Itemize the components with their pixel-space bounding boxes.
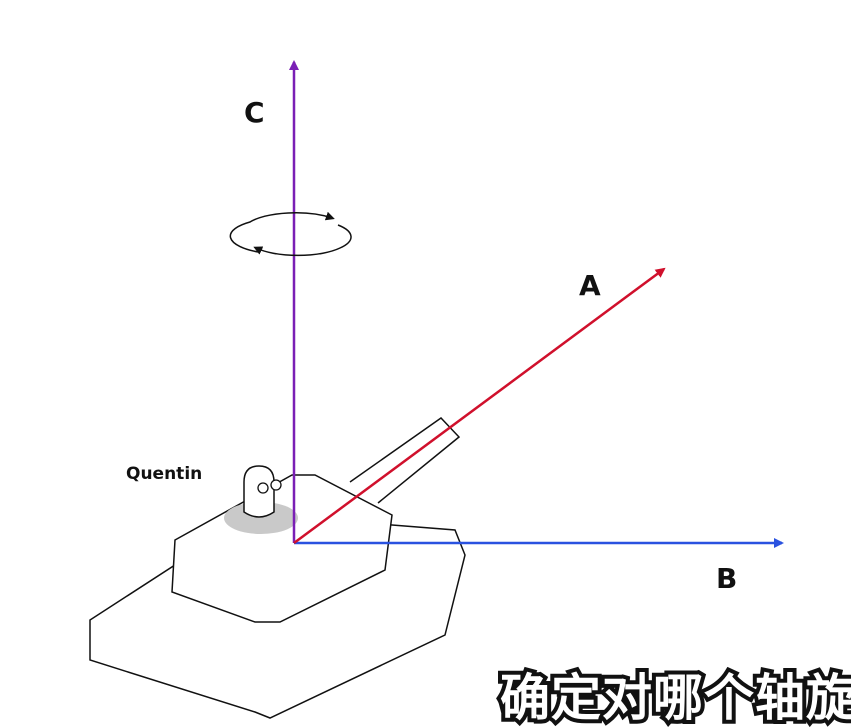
character-eye [270, 479, 282, 491]
character-shadow [224, 502, 298, 534]
character-label: Quentin [126, 464, 202, 484]
video-subtitle: 确定对哪个轴旋 [496, 665, 851, 728]
axis-c-label: C [244, 96, 265, 129]
axis-a-line [293, 267, 666, 545]
axis-a-label: A [579, 269, 601, 302]
circular-arrows-icon [229, 211, 352, 257]
character-figure [243, 465, 282, 518]
axis-b-label: B [716, 562, 737, 595]
character-eye [257, 482, 269, 494]
